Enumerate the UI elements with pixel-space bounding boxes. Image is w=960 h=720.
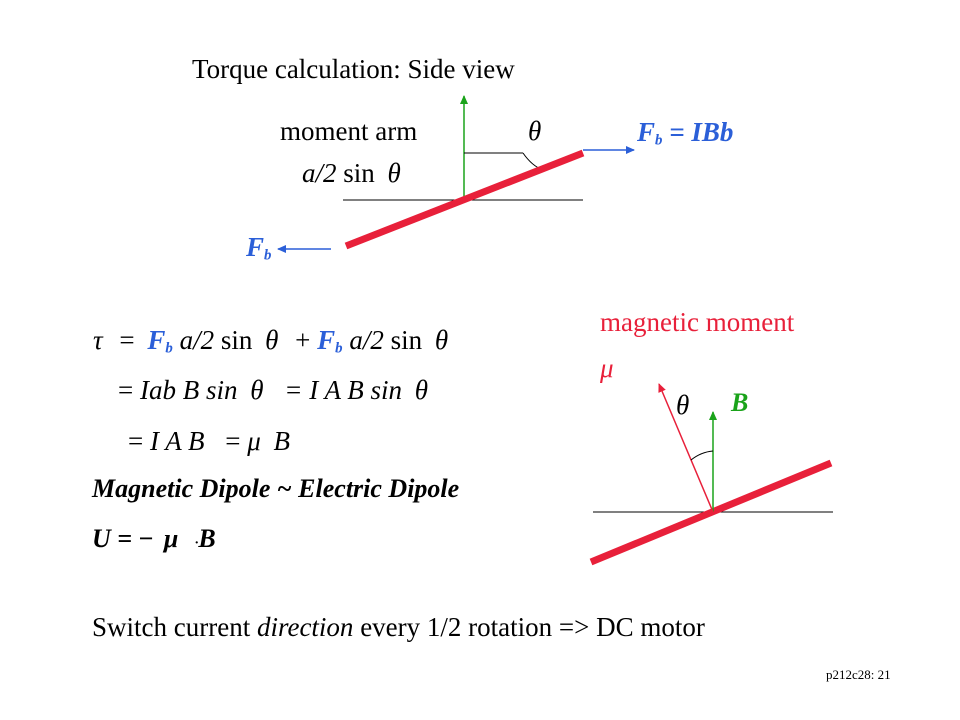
eq2-text1: Iab B sin xyxy=(139,375,238,405)
slide-id: p212c28: 21 xyxy=(826,667,891,682)
energy-equation: U = − μ ·B xyxy=(92,526,216,552)
eq1-sub2: b xyxy=(335,340,343,357)
eq3-B1: B xyxy=(188,426,205,456)
force-right-F: F xyxy=(637,117,656,147)
switch-direction: direction xyxy=(256,612,354,642)
eq3-IA: I A xyxy=(149,426,182,456)
switch-post: every 1/2 rotation => DC motor xyxy=(360,612,705,642)
u-dot: · xyxy=(194,536,199,551)
force-left-sub: b xyxy=(264,247,272,264)
b-field-label: B xyxy=(731,388,749,417)
tau-symbol: τ xyxy=(93,325,103,355)
mu-label: μ xyxy=(600,353,614,383)
u-mu: μ xyxy=(163,524,179,553)
u-prefix: U = xyxy=(92,524,133,553)
force-left-F: F xyxy=(246,232,265,262)
eq3-mu: μ xyxy=(247,426,261,456)
eq1-theta2: θ xyxy=(434,325,449,355)
force-label-right: Fb = IBb xyxy=(637,119,733,149)
eq1-F2: F xyxy=(317,325,336,355)
eq1-plus: + xyxy=(295,325,311,355)
coil-side-top xyxy=(344,149,585,250)
torque-equation-2: = Iab B sin θ = I A B sin θ xyxy=(118,377,428,404)
eq3-B2: B xyxy=(273,426,291,456)
page-title: Torque calculation: Side view xyxy=(192,54,515,84)
force-label-left: Fb xyxy=(246,234,271,264)
eq3-equals2: = xyxy=(225,426,241,456)
u-minus: − xyxy=(138,524,154,553)
eq1-sin1: sin xyxy=(220,325,253,355)
eq1-sin2: sin xyxy=(390,325,423,355)
eq1-equals: = xyxy=(119,325,135,355)
eq2-theta2: θ xyxy=(414,375,428,405)
theta-arc-right xyxy=(690,450,714,461)
eq1-a2: a/2 xyxy=(349,325,384,355)
eq1-F1: F xyxy=(147,325,166,355)
u-B: B xyxy=(198,524,216,553)
moment-arm-sin: sin xyxy=(343,158,375,188)
magnetic-moment-arrow xyxy=(658,383,714,513)
force-right-sub: b xyxy=(655,132,663,149)
moment-arm-a: a/2 xyxy=(302,158,337,188)
coil-side-right xyxy=(589,459,833,566)
dc-motor-note: Switch current direction every 1/2 rotat… xyxy=(92,614,705,641)
theta-label-right: θ xyxy=(676,390,690,420)
eq1-a1: a/2 xyxy=(179,325,215,355)
eq1-sub1: b xyxy=(165,340,173,357)
eq2-text2: = I A B sin xyxy=(284,375,402,405)
dipole-statement: Magnetic Dipole ~ Electric Dipole xyxy=(92,474,460,503)
eq2-theta1: θ xyxy=(250,375,264,405)
magnetic-moment-label: magnetic moment xyxy=(600,307,795,337)
theta-label-top: θ xyxy=(528,116,542,146)
torque-equation-1: τ = Fb a/2 sin θ + Fb a/2 sin θ xyxy=(93,327,448,357)
eq1-theta1: θ xyxy=(265,325,279,355)
torque-equation-3: = I A B = μ B xyxy=(128,428,290,455)
eq2-equals: = xyxy=(118,375,134,405)
moment-arm-label: moment arm xyxy=(280,116,418,146)
switch-pre: Switch current xyxy=(92,612,251,642)
moment-arm-theta: θ xyxy=(387,158,401,188)
force-right-eq: = IBb xyxy=(669,117,734,147)
eq3-equals1: = xyxy=(128,426,144,456)
moment-arm-expression: a/2 sin θ xyxy=(302,160,401,187)
